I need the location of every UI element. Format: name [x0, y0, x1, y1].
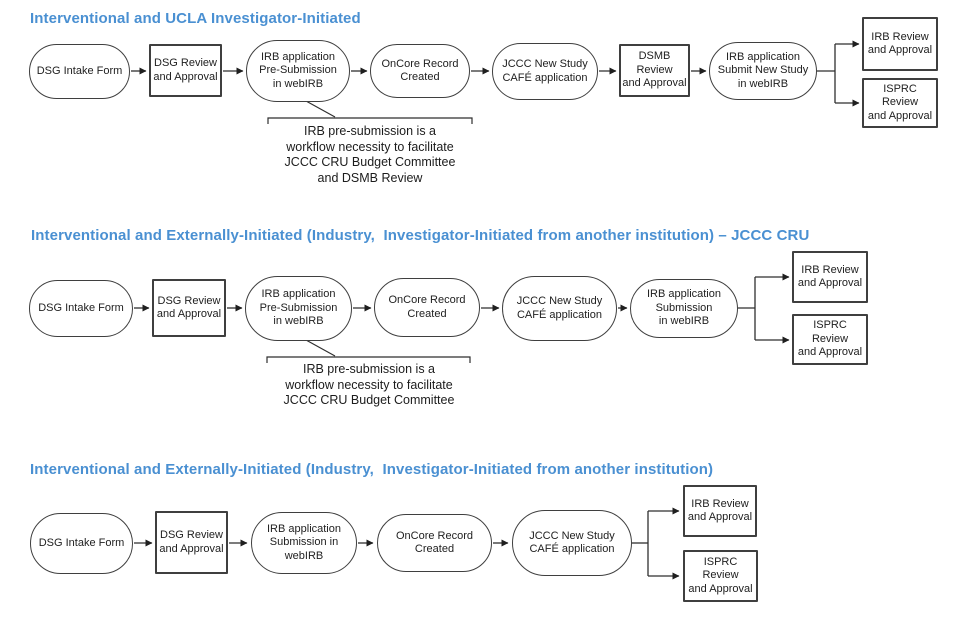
node-dsg-review-approval: DSG Review and Approval	[149, 44, 222, 97]
node-irb-review-approval: IRB Review and Approval	[792, 251, 868, 303]
section-title: Interventional and Externally-Initiated …	[30, 461, 714, 478]
row3-connectors	[134, 507, 680, 580]
node-irb-submit-new-study-webirb: IRB application Submit New Study in webI…	[709, 42, 817, 100]
node-irb-pre-submission-webirb: IRB application Pre-Submission in webIRB	[245, 276, 352, 341]
node-dsmb-review-approval: DSMB Review and Approval	[619, 44, 690, 97]
section-title: Interventional and Externally-Initiated …	[31, 227, 810, 244]
node-jccc-new-study-cafe: JCCC New Study CAFÉ application	[512, 510, 632, 576]
node-jccc-new-study-cafe: JCCC New Study CAFÉ application	[492, 43, 598, 100]
node-dsg-intake-form: DSG Intake Form	[29, 280, 133, 337]
node-dsg-review-approval: DSG Review and Approval	[152, 279, 226, 337]
node-isprc-review-approval: ISPRC Review and Approval	[792, 314, 868, 365]
node-dsg-intake-form: DSG Intake Form	[29, 44, 130, 99]
node-dsg-review-approval: DSG Review and Approval	[155, 511, 228, 574]
section-title: Interventional and UCLA Investigator-Ini…	[30, 10, 361, 27]
row1-connectors	[131, 40, 860, 124]
node-irb-review-approval: IRB Review and Approval	[862, 17, 938, 71]
node-dsg-intake-form: DSG Intake Form	[30, 513, 133, 574]
node-oncore-record-created: OnCore Record Created	[370, 44, 470, 98]
node-oncore-record-created: OnCore Record Created	[377, 514, 492, 572]
node-oncore-record-created: OnCore Record Created	[374, 278, 480, 337]
pre-submission-note: IRB pre-submission is a workflow necessi…	[283, 362, 455, 407]
node-irb-review-approval: IRB Review and Approval	[683, 485, 757, 537]
node-irb-pre-submission-webirb: IRB application Pre-Submission in webIRB	[246, 40, 350, 102]
node-isprc-review-approval: ISPRC Review and Approval	[862, 78, 938, 128]
node-isprc-review-approval: ISPRC Review and Approval	[683, 550, 758, 602]
node-irb-submission-webirb: IRB application Submission in webIRB	[630, 279, 738, 338]
pre-submission-note: IRB pre-submission is a workflow necessi…	[284, 124, 456, 185]
row2-connectors	[134, 273, 790, 363]
node-irb-submission-webirb: IRB application Submission in webIRB	[251, 512, 357, 574]
node-jccc-new-study-cafe: JCCC New Study CAFÉ application	[502, 276, 617, 341]
